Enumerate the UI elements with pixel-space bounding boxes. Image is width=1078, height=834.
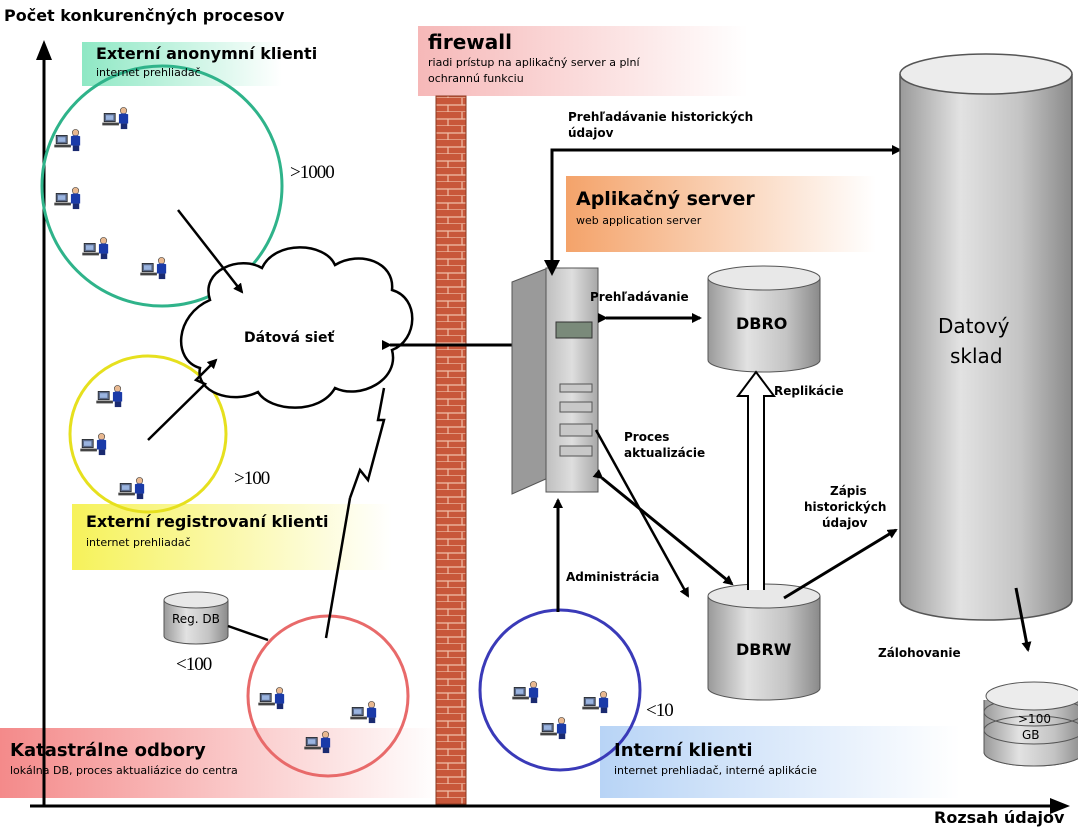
history-write-arrow [783,528,898,600]
lightning-link [348,387,386,499]
x-axis-arrow [1050,798,1070,814]
update-arrow [592,469,734,586]
warehouse-cylinder [899,53,1073,621]
person-icon [140,256,167,280]
anon-panel [82,42,282,86]
person-icon [80,432,107,456]
dbrw-cylinder [707,583,821,701]
registered-clients-circle [68,354,228,514]
firewall-panel [418,26,748,96]
backup-size-1: >100 [1018,712,1051,726]
lightning-link [147,358,218,441]
internal-subtitle: internet prehliadač, interné aplikácie [614,764,817,777]
app-server-panel [566,176,876,252]
reg-db-link [227,624,269,642]
internal-panel [600,726,960,798]
history-browse-label-2: údajov [568,126,614,140]
person-icon [512,680,539,704]
y-axis-arrow [36,40,52,60]
history-write-label-3: údajov [822,516,868,530]
network-label: Dátová sieť [244,330,335,346]
person-icon [118,476,145,500]
backup-size-2: GB [1022,728,1040,742]
backup-arrow [1014,587,1032,652]
app-server-subtitle: web application server [576,214,702,227]
person-icon [540,716,567,740]
anon-count: >1000 [290,162,335,183]
update-label-2: aktualizácie [624,446,706,460]
firewall-wall [435,95,467,805]
person-icon [582,690,609,714]
update-link [594,429,690,598]
internal-title: Interní klienti [614,740,753,761]
network-cloud [179,246,414,409]
backup-label: Zálohovanie [878,646,961,660]
app-server-title: Aplikačný server [576,188,755,210]
person-icon [350,700,377,724]
anon-clients-circle [40,64,284,308]
history-write-label-1: Zápis [830,484,867,498]
warehouse-label-1: Datový [938,314,1010,338]
history-browse-arrow [550,145,902,272]
backup-disks [983,681,1078,767]
server-icon [511,267,599,495]
registered-count: >100 [234,468,270,489]
anon-title: Externí anonymní klienti [96,44,318,63]
warehouse-label-2: sklad [950,344,1003,368]
dbro-cylinder [707,265,821,373]
person-icon [54,186,81,210]
update-label-1: Proces [624,430,670,444]
cadastral-panel [0,728,440,798]
registered-title: Externí registrovaní klienti [86,512,329,531]
firewall-desc-line2: ochrannú funkciu [428,72,524,85]
history-write-label-2: historických [804,500,887,514]
anon-link-arrow [177,209,244,294]
person-icon [96,384,123,408]
person-icon [82,236,109,260]
dbrw-label: DBRW [736,640,792,659]
cadastral-title: Katastrálne odbory [10,740,206,761]
dbro-label: DBRO [736,314,788,333]
cadastral-subtitle: lokálna DB, proces aktualiázice do centr… [10,764,238,777]
internal-clients-circle [478,608,642,772]
replication-arrow [736,370,776,590]
cadastral-count: <100 [176,654,212,675]
person-icon [54,128,81,152]
cadastral-circle [246,614,410,778]
reg-db-label: Reg. DB [172,612,220,626]
registered-subtitle: internet prehliadač [86,536,191,549]
internal-count: <10 [646,700,674,721]
firewall-title: firewall [428,30,512,54]
y-axis-label: Počet konkurenčných procesov [4,6,285,25]
firewall-desc-line1: riadi prístup na aplikačný server a plní [428,56,640,69]
admin-label: Administrácia [566,570,660,584]
history-browse-arrowhead [544,260,560,276]
cadastral-link [324,497,352,639]
anon-subtitle: internet prehliadač [96,66,201,79]
browse-label: Prehľadávanie [590,290,689,304]
x-axis-label: Rozsah údajov [934,808,1065,827]
person-icon [258,686,285,710]
replication-label: Replikácie [774,384,844,398]
history-browse-label-1: Prehľadávanie historických [568,110,754,124]
person-icon [102,106,129,130]
reg-db-cylinder [163,591,229,645]
